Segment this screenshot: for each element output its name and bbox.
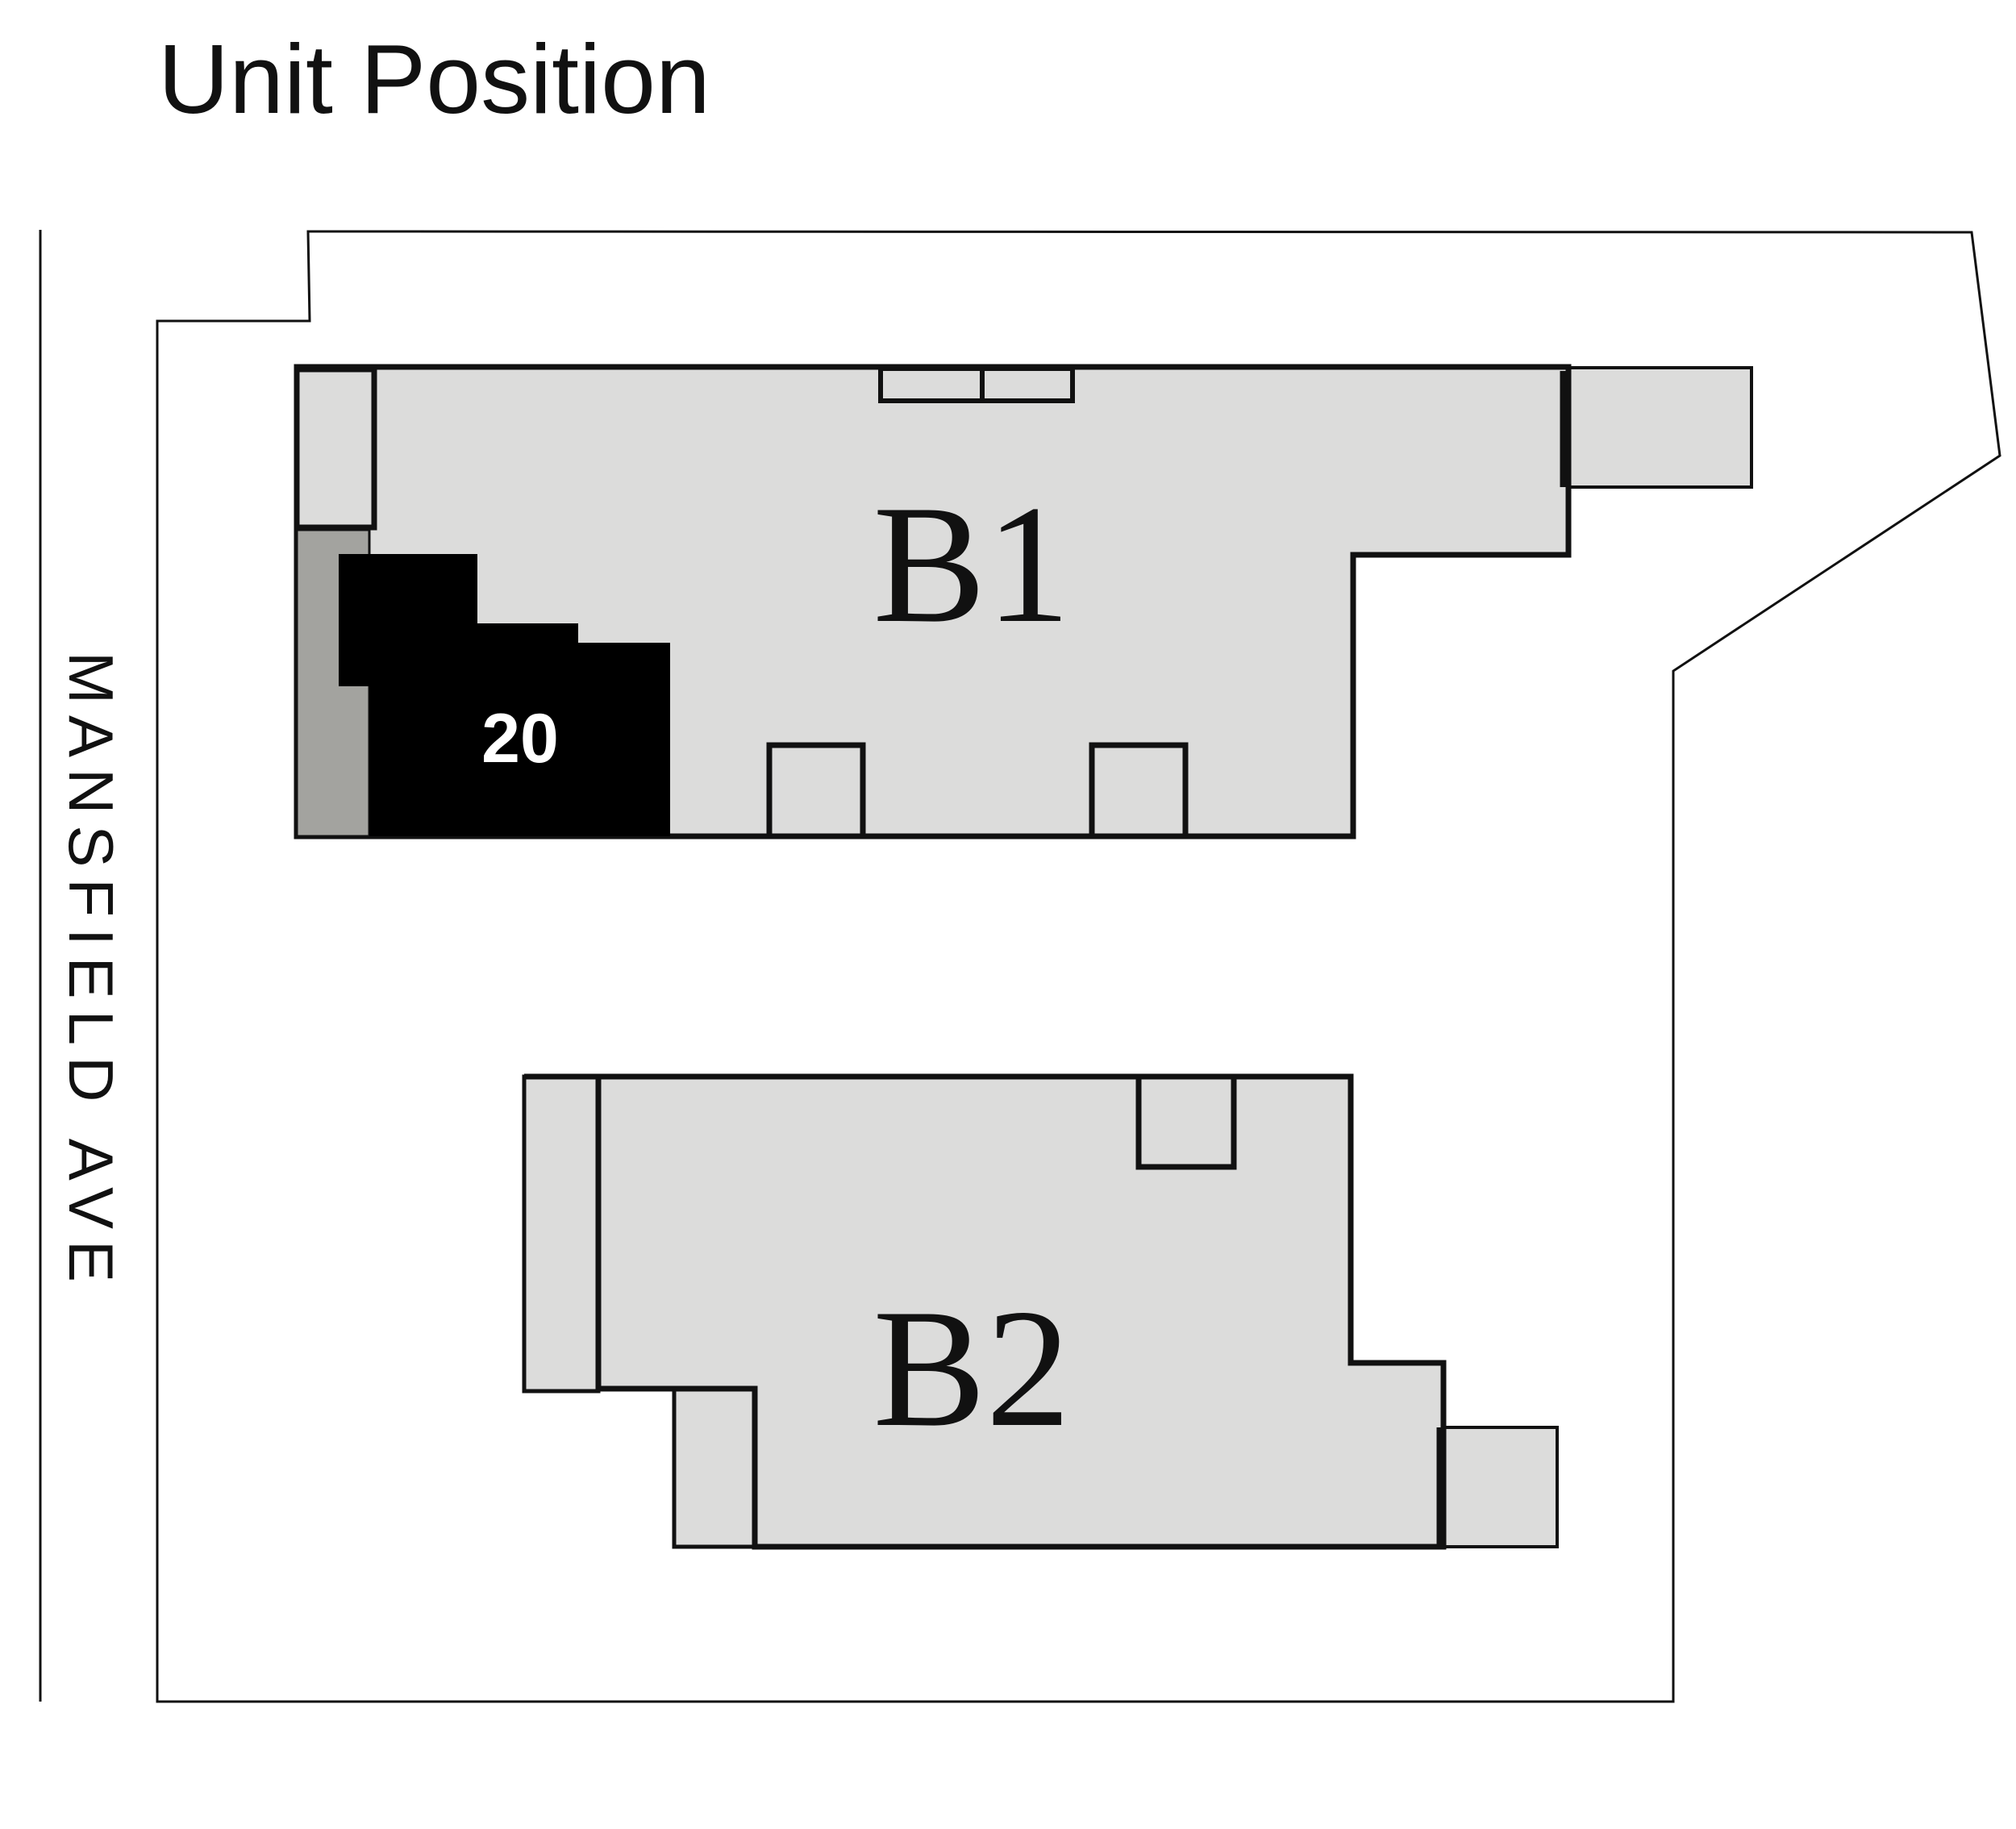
b1-top-bay-2 bbox=[980, 366, 1075, 403]
building-b2-label: B2 bbox=[873, 1275, 1070, 1462]
building-b1-label: B1 bbox=[873, 471, 1070, 658]
unit-20-label: 20 bbox=[481, 700, 559, 777]
b2-bottom-bay bbox=[672, 1386, 757, 1549]
building-b2: B2 bbox=[522, 1073, 1559, 1550]
page-title: Unit Position bbox=[158, 24, 710, 134]
b1-bottom-bay-2 bbox=[1089, 742, 1189, 836]
b2-annex-right bbox=[1438, 1426, 1559, 1548]
b1-annex-right bbox=[1561, 366, 1753, 489]
street-label: MANSFIELD AVE bbox=[56, 652, 127, 1294]
unit-20[interactable] bbox=[339, 554, 670, 836]
b2-left-bay bbox=[522, 1074, 601, 1394]
b1-left-bay bbox=[294, 366, 377, 531]
site-boundary bbox=[156, 230, 2001, 1703]
b1-bottom-bay-1 bbox=[766, 742, 866, 836]
building-b1: 20 B1 bbox=[294, 364, 1753, 840]
b2-top-bay bbox=[1135, 1077, 1237, 1170]
b1-top-bay-1 bbox=[878, 366, 985, 403]
